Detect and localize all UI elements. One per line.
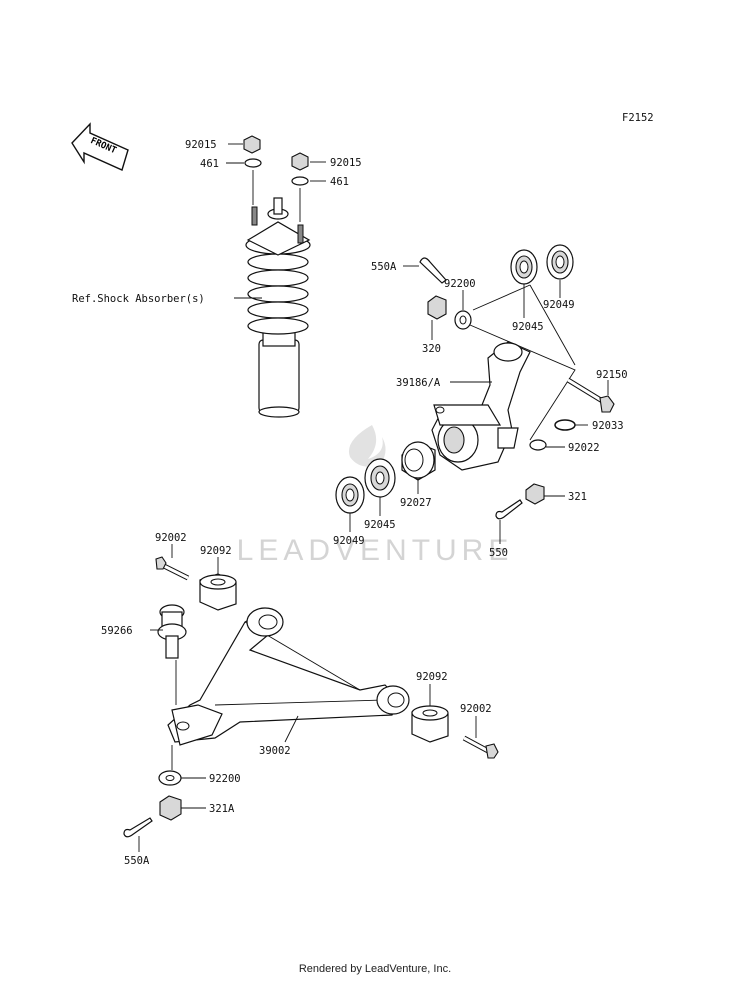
bolt-92002-right [462, 735, 499, 759]
bushing-92092-right [411, 705, 449, 743]
label-92200-bottom: 92200 [209, 773, 241, 785]
watermark-logo: LEADVENTURE [237, 425, 514, 567]
cotter-pin-550a-top [419, 257, 447, 284]
label-39002: 39002 [259, 745, 291, 757]
label-321: 321 [568, 491, 587, 503]
bearing-92049-top [546, 244, 574, 280]
bearing-92045-top [510, 249, 538, 285]
label-92033: 92033 [592, 420, 624, 432]
label-92049-bottom: 92049 [333, 535, 365, 547]
bushing-92092-left [199, 573, 237, 611]
watermark-text: LEADVENTURE [237, 534, 514, 567]
washer-461-left [244, 158, 262, 168]
label-321a: 321A [209, 803, 235, 815]
knuckle-39186a [431, 341, 531, 471]
label-92027: 92027 [400, 497, 432, 509]
label-59266: 59266 [101, 625, 133, 637]
label-92002-right: 92002 [460, 703, 492, 715]
washer-92022 [529, 439, 547, 451]
part-labels: 92015 461 92015 461 Ref.Shock Absorber(s… [72, 139, 628, 867]
ball-joint-59266 [157, 604, 187, 705]
label-461-right: 461 [330, 176, 349, 188]
castle-nut-320 [427, 295, 447, 320]
label-92002-left: 92002 [155, 532, 187, 544]
label-461-left: 461 [200, 158, 219, 170]
circlip-92033 [554, 419, 576, 431]
label-550a-bottom: 550A [124, 855, 150, 867]
washer-461-right [291, 176, 309, 186]
cotter-pin-550a-bottom [123, 817, 153, 838]
nut-92015-left [243, 135, 261, 154]
label-92200-top: 92200 [444, 278, 476, 290]
bolt-92150 [566, 377, 615, 413]
front-arrow-icon: FRONT [71, 122, 129, 171]
label-92015-left: 92015 [185, 139, 217, 151]
leader-lines [138, 143, 609, 852]
label-92049-top: 92049 [543, 299, 575, 311]
bearing-92045-bottom [364, 458, 396, 498]
bolt-92002-left [155, 556, 190, 581]
nut-92015-right [291, 152, 309, 171]
label-92045-bottom: 92045 [364, 519, 396, 531]
label-92150: 92150 [596, 369, 628, 381]
label-320: 320 [422, 343, 441, 355]
cotter-pin-550 [495, 499, 523, 520]
label-550: 550 [489, 547, 508, 559]
label-ref-shock-absorber: Ref.Shock Absorber(s) [72, 293, 205, 305]
spacer-92027 [401, 441, 436, 481]
shock-absorber [245, 197, 311, 418]
label-92045-top: 92045 [512, 321, 544, 333]
label-92022: 92022 [568, 442, 600, 454]
label-92092-left: 92092 [200, 545, 232, 557]
figure-code: F2152 [622, 112, 654, 124]
bearing-92049-bottom [335, 476, 365, 514]
label-39186a: 39186/A [396, 377, 441, 389]
footer-credit: Rendered by LeadVenture, Inc. [298, 963, 452, 975]
label-92015-right: 92015 [330, 157, 362, 169]
label-92092-right: 92092 [416, 671, 448, 683]
nut-321 [525, 483, 545, 505]
a-arm-39002 [167, 607, 410, 746]
castle-nut-321a [159, 795, 182, 821]
label-550a-top: 550A [371, 261, 397, 273]
